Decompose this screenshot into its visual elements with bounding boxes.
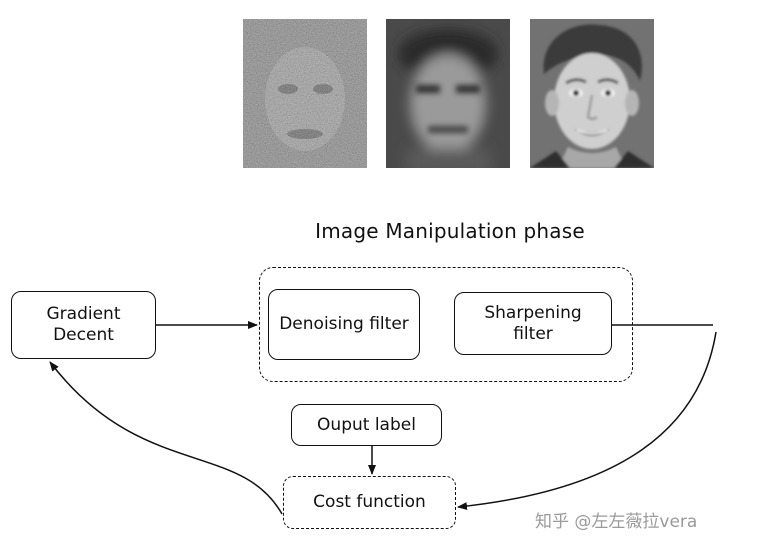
cost-function-node: Cost function	[283, 476, 456, 529]
clean-face-photo	[530, 19, 654, 168]
output-label-node: Ouput label	[291, 404, 442, 446]
gradient-decent-label: Gradient Decent	[46, 304, 121, 345]
watermark-text: 知乎 @左左薇拉vera	[535, 512, 698, 532]
denoising-filter-label: Denoising filter	[279, 314, 409, 334]
sharpening-filter-node: Sharpening filter	[454, 292, 612, 355]
gradient-decent-node: Gradient Decent	[11, 291, 156, 359]
blurred-face-image	[386, 19, 510, 168]
output-label-text: Ouput label	[317, 414, 416, 435]
arrow-filters-to-cost	[457, 331, 717, 511]
denoising-filter-node: Denoising filter	[268, 289, 420, 360]
sharpening-filter-label: Sharpening filter	[484, 302, 582, 344]
diagram-title: Image Manipulation phase	[315, 219, 585, 243]
noisy-face-image	[243, 19, 367, 168]
arrow-cost-to-gradient	[49, 361, 283, 515]
cost-function-label: Cost function	[313, 492, 426, 512]
